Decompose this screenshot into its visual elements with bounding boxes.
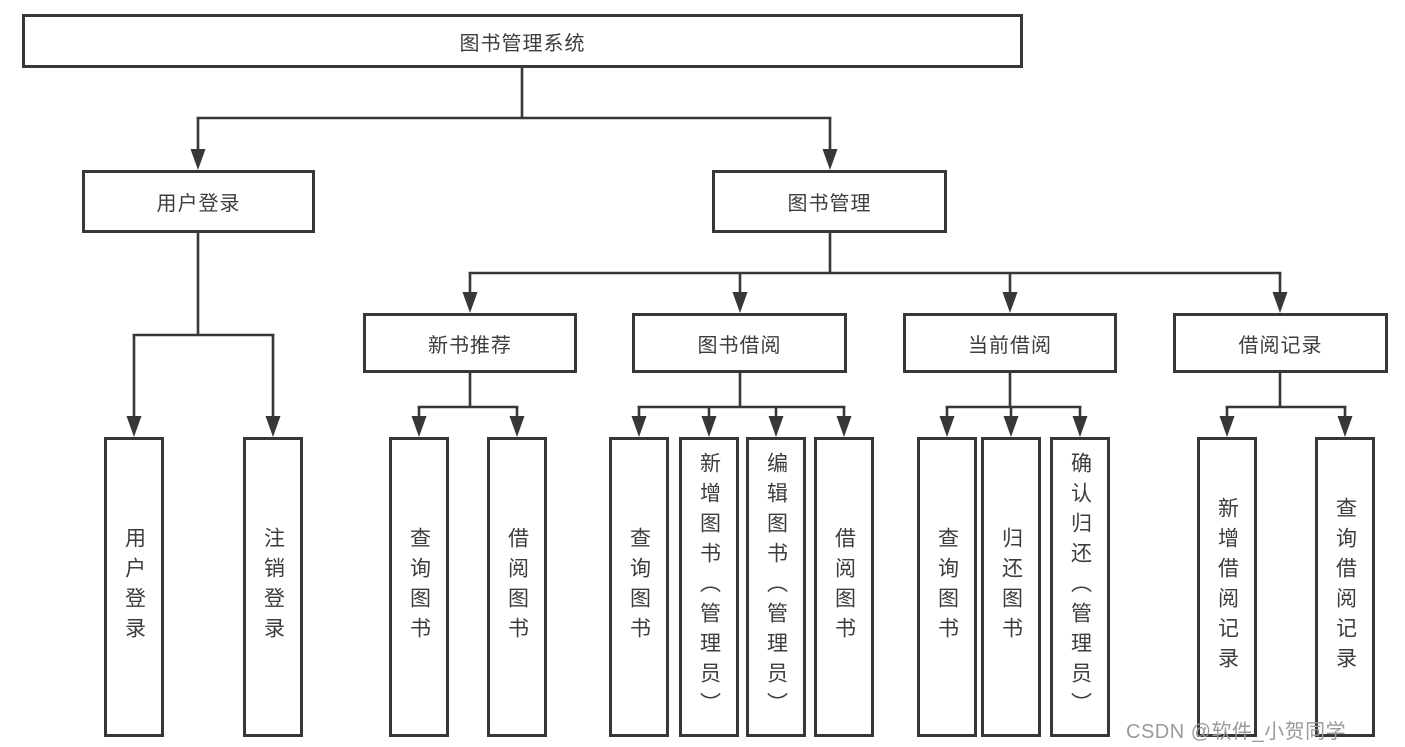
- node-book-management: 图书管理: [712, 170, 947, 233]
- leaf-query-books-current-label: 查询图书: [935, 527, 959, 647]
- arrowheads: [126, 149, 1353, 437]
- node-user-login-label: 用户登录: [156, 193, 241, 215]
- node-user-login: 用户登录: [82, 170, 315, 233]
- leaf-borrow-books-recommend-label: 借阅图书: [505, 527, 529, 647]
- node-borrow-records-label: 借阅记录: [1238, 334, 1323, 357]
- leaf-confirm-return-admin: 确认归还（管理员）: [1050, 437, 1110, 737]
- node-book-borrow: 图书借阅: [632, 313, 847, 373]
- leaf-user-login: 用户登录: [104, 437, 164, 737]
- node-new-book-recommend-label: 新书推荐: [428, 334, 512, 357]
- node-borrow-records: 借阅记录: [1173, 313, 1388, 373]
- leaf-return-book-label: 归还图书: [999, 527, 1023, 647]
- leaf-query-books-borrow: 查询图书: [609, 437, 669, 737]
- node-new-book-recommend: 新书推荐: [363, 313, 577, 373]
- node-book-management-label: 图书管理: [787, 193, 872, 215]
- node-current-borrow-label: 当前借阅: [968, 334, 1052, 357]
- leaf-logout: 注销登录: [243, 437, 303, 737]
- leaf-return-book: 归还图书: [981, 437, 1041, 737]
- leaf-query-books-current: 查询图书: [917, 437, 977, 737]
- leaf-add-borrow-record-label: 新增借阅记录: [1215, 497, 1239, 677]
- leaf-query-books-borrow-label: 查询图书: [627, 527, 651, 647]
- leaf-borrow-books-label: 借阅图书: [832, 527, 856, 647]
- leaf-user-login-label: 用户登录: [122, 527, 146, 647]
- node-library-system-label: 图书管理系统: [459, 32, 586, 55]
- leaf-add-book-admin-label: 新增图书（管理员）: [697, 452, 721, 722]
- leaf-query-books-recommend-label: 查询图书: [407, 527, 431, 647]
- leaf-query-books-recommend: 查询图书: [389, 437, 449, 737]
- leaf-edit-book-admin-label: 编辑图书（管理员）: [764, 452, 788, 722]
- leaf-edit-book-admin: 编辑图书（管理员）: [746, 437, 806, 737]
- leaf-borrow-books: 借阅图书: [814, 437, 874, 737]
- leaf-confirm-return-admin-label: 确认归还（管理员）: [1068, 452, 1092, 722]
- node-library-system: 图书管理系统: [22, 14, 1023, 68]
- watermark: CSDN @软件_小贺同学: [1126, 721, 1347, 743]
- leaf-query-borrow-record-label: 查询借阅记录: [1333, 497, 1357, 677]
- leaf-add-book-admin: 新增图书（管理员）: [679, 437, 739, 737]
- node-current-borrow: 当前借阅: [903, 313, 1117, 373]
- leaf-add-borrow-record: 新增借阅记录: [1197, 437, 1257, 737]
- node-book-borrow-label: 图书借阅: [697, 334, 782, 357]
- leaf-logout-label: 注销登录: [261, 527, 285, 647]
- leaf-borrow-books-recommend: 借阅图书: [487, 437, 547, 737]
- leaf-query-borrow-record: 查询借阅记录: [1315, 437, 1375, 737]
